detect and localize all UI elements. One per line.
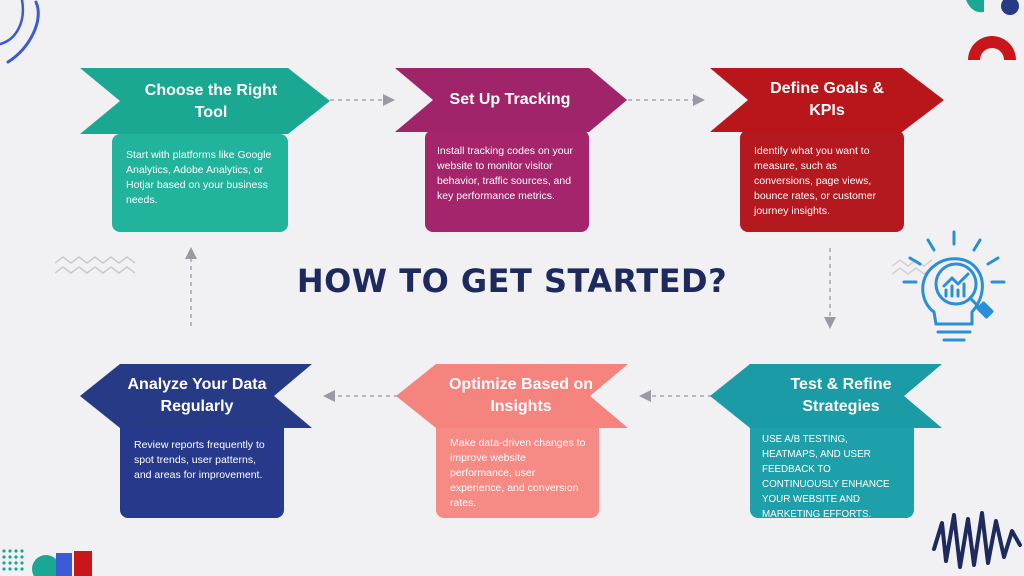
decor-swirl-top-left [0, 0, 40, 64]
step-banner [80, 68, 330, 134]
step-title: Test & Refine Strategies [790, 376, 892, 415]
step-card: Review reports frequently to spot trends… [120, 416, 284, 518]
step-title: Choose the Right Tool [144, 82, 278, 121]
step-title: Define Goals & KPIs [770, 80, 884, 119]
step-title: Analyze Your Data Regularly [127, 376, 267, 415]
decor-shapes-top-right [966, 0, 1019, 60]
step-set-up-tracking: Install tracking codes on your website t… [395, 66, 645, 241]
step-card: Start with platforms like Google Analyti… [112, 134, 288, 232]
decor-dots-bottom-left [2, 549, 92, 576]
step-title: Set Up Tracking [449, 91, 571, 108]
decor-scribble-bottom-right [932, 511, 1022, 569]
step-card: Install tracking codes on your website t… [425, 130, 589, 232]
step-banner [395, 68, 627, 132]
step-banner [710, 68, 944, 132]
step-analyze: Review reports frequently to spot trends… [80, 362, 330, 537]
step-card: USE A/B TESTING, HEATMAPS, AND USER FEED… [750, 416, 914, 520]
decor-zigzag-right [892, 259, 933, 275]
step-card: Identify what you want to measure, such … [740, 130, 904, 232]
decor-zigzag-left [55, 256, 136, 274]
step-banner [396, 364, 628, 428]
step-banner [80, 364, 312, 428]
step-card: Make data-driven changes to improve webs… [436, 416, 599, 518]
step-define-goals: Identify what you want to measure, such … [710, 66, 960, 241]
step-test-refine: USE A/B TESTING, HEATMAPS, AND USER FEED… [710, 362, 960, 537]
step-banner [710, 364, 942, 428]
lightbulb-analytics-icon [902, 230, 1006, 342]
step-title: Optimize Based on Insights [448, 376, 594, 415]
step-choose-tool: Start with platforms like Google Analyti… [80, 66, 330, 241]
page-title: HOW TO GET STARTED? [296, 262, 728, 300]
step-optimize: Make data-driven changes to improve webs… [396, 362, 646, 537]
